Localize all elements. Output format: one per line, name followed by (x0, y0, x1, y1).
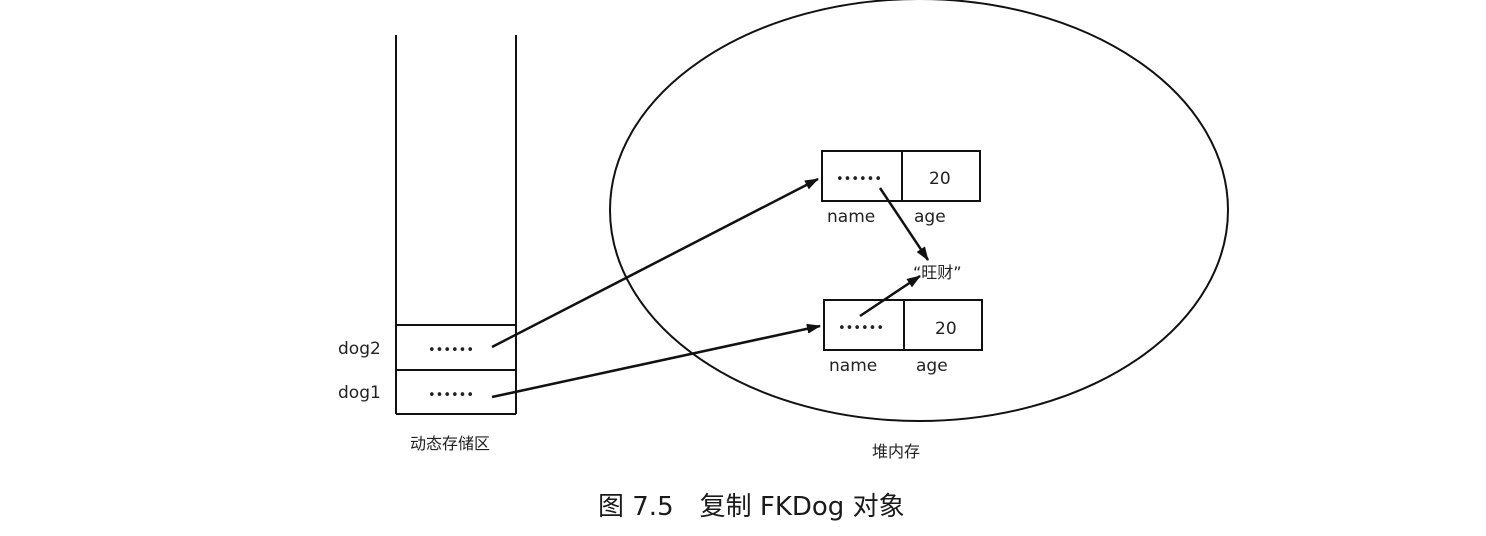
object2-age-value: 20 (935, 319, 957, 339)
stack-area-label: 动态存储区 (410, 434, 490, 453)
object1-name-label: name (827, 207, 875, 227)
figure-caption: 图 7.5 复制 FKDog 对象 (598, 492, 905, 522)
dog2-reference: •••••• (428, 343, 474, 358)
heap-area-label: 堆内存 (872, 442, 920, 461)
stack-column: dog2 •••••• dog1 •••••• 动态存储区 (338, 35, 517, 453)
object1-age-value: 20 (929, 169, 951, 189)
arrow-dog1-to-object2 (491, 323, 821, 399)
heap-object-1: •••••• 20 name age (821, 150, 981, 227)
string-literal: “旺财” (913, 263, 962, 282)
heap-ellipse (609, 0, 1229, 422)
heap-object-2: •••••• 20 name age (823, 299, 983, 376)
dog1-label: dog1 (338, 383, 381, 403)
dog2-label: dog2 (338, 339, 381, 359)
object1-name-value: •••••• (836, 172, 882, 187)
arrow-dog2-to-object1 (491, 177, 819, 349)
object2-name-label: name (829, 356, 877, 376)
dog1-reference: •••••• (428, 388, 474, 403)
object1-age-label: age (914, 207, 946, 227)
arrow-object1-name-to-string (878, 187, 930, 261)
heap-area: 堆内存 •••••• 20 name age •••••• 20 name ag… (609, 0, 1229, 461)
object2-age-label: age (916, 356, 948, 376)
object2-name-value: •••••• (838, 321, 884, 336)
arrow-object2-name-to-string (859, 274, 921, 318)
reference-arrows (491, 177, 930, 399)
